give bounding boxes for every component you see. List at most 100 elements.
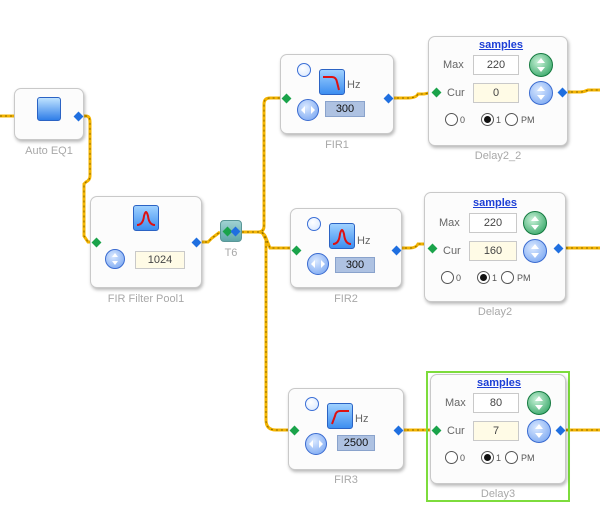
highpass-filter-icon[interactable] (327, 403, 353, 429)
up-down-arrows-glyph (537, 58, 545, 72)
selection-outline (426, 371, 570, 502)
cur-field[interactable]: 160 (469, 241, 517, 261)
radio-0-label: 0 (456, 273, 462, 283)
left-right-arrows-glyph (309, 440, 323, 448)
lowpass-filter-icon[interactable] (319, 69, 345, 95)
up-down-arrows-icon[interactable] (523, 239, 547, 263)
max-label: Max (443, 59, 464, 71)
input-port[interactable] (91, 237, 102, 248)
cur-field[interactable]: 0 (473, 83, 519, 103)
radio-0[interactable] (445, 451, 458, 464)
fir1-caption: FIR1 (325, 139, 349, 151)
input-port[interactable] (427, 243, 438, 254)
fir-filter-pool1-caption: FIR Filter Pool1 (107, 293, 185, 305)
left-right-arrows-icon[interactable] (305, 433, 327, 455)
up-down-arrows-icon[interactable] (105, 249, 125, 269)
left-right-arrows-icon[interactable] (297, 99, 319, 121)
radio-0[interactable] (445, 113, 458, 126)
fir2-block[interactable]: Hz 300 (290, 208, 402, 288)
fir3-caption: FIR3 (334, 474, 358, 486)
radio-1[interactable] (477, 271, 490, 284)
up-down-arrows-icon[interactable] (527, 391, 551, 415)
fir3-frequency-field[interactable]: 2500 (337, 435, 375, 451)
cur-field[interactable]: 7 (473, 421, 519, 441)
bell-filter-icon[interactable] (133, 205, 159, 231)
bandpass-filter-icon[interactable] (329, 223, 355, 249)
max-field[interactable]: 80 (473, 393, 519, 413)
radio-pm-label: PM (521, 115, 535, 125)
samples-link[interactable]: samples (473, 197, 518, 209)
up-down-arrows-glyph (531, 216, 539, 230)
fir2-frequency-field[interactable]: 300 (335, 257, 375, 273)
auto-eq1-block[interactable] (14, 88, 84, 140)
up-down-arrows-glyph (535, 424, 543, 438)
radio-0[interactable] (441, 271, 454, 284)
output-port[interactable] (553, 243, 564, 254)
delay3-caption: Delay3 (480, 488, 516, 500)
fir3-unit: Hz (355, 413, 369, 425)
pool-size-field[interactable]: 1024 (135, 251, 185, 269)
output-port[interactable] (230, 226, 241, 237)
up-down-arrows-icon[interactable] (529, 81, 553, 105)
up-down-arrows-glyph (535, 396, 543, 410)
power-icon[interactable] (305, 397, 319, 411)
input-port[interactable] (431, 425, 442, 436)
max-label: Max (439, 217, 460, 229)
max-field[interactable]: 220 (473, 55, 519, 75)
radio-1-label: 1 (492, 273, 498, 283)
fir2-caption: FIR2 (334, 293, 358, 305)
fir-filter-pool1-block[interactable]: 1024 (90, 196, 202, 288)
highpass-curve-icon (331, 410, 349, 425)
left-right-arrows-icon[interactable] (307, 253, 329, 275)
power-icon[interactable] (297, 63, 311, 77)
cur-label: Cur (443, 245, 461, 257)
fir1-unit: Hz (347, 79, 361, 91)
power-icon[interactable] (307, 217, 321, 231)
fir1-block[interactable]: Hz 300 (280, 54, 394, 134)
fir2-unit: Hz (357, 235, 371, 247)
max-field[interactable]: 220 (469, 213, 517, 233)
radio-1[interactable] (481, 113, 494, 126)
input-port[interactable] (289, 425, 300, 436)
output-port[interactable] (557, 87, 568, 98)
delay2-2-caption: Delay2_2 (474, 150, 522, 162)
radio-pm[interactable] (505, 113, 518, 126)
radio-pm[interactable] (501, 271, 514, 284)
bell-curve-icon (136, 211, 156, 226)
up-down-arrows-icon[interactable] (529, 53, 553, 77)
fir3-block[interactable]: Hz 2500 (288, 388, 404, 470)
delay3-block[interactable]: samples Max 80 Cur 7 0 1 PM (430, 374, 566, 484)
delay2-block[interactable]: samples Max 220 Cur 160 0 1 PM (424, 192, 566, 302)
delay2-2-block[interactable]: samples Max 220 Cur 0 0 1 PM (428, 36, 568, 146)
output-port[interactable] (73, 111, 84, 122)
t6-caption: T6 (224, 247, 238, 259)
radio-0-label: 0 (460, 115, 466, 125)
radio-1-label: 1 (496, 115, 502, 125)
radio-1[interactable] (481, 451, 494, 464)
eq-square-icon[interactable] (37, 97, 61, 121)
radio-pm-label: PM (517, 273, 531, 283)
auto-eq1-caption: Auto EQ1 (25, 145, 73, 157)
input-port[interactable] (431, 87, 442, 98)
radio-1-label: 1 (496, 453, 502, 463)
output-port[interactable] (393, 425, 404, 436)
delay2-caption: Delay2 (477, 306, 513, 318)
cur-label: Cur (447, 87, 465, 99)
input-port[interactable] (281, 93, 292, 104)
output-port[interactable] (555, 425, 566, 436)
fir1-frequency-field[interactable]: 300 (325, 101, 365, 117)
output-port[interactable] (191, 237, 202, 248)
output-port[interactable] (383, 93, 394, 104)
up-down-arrows-glyph (537, 86, 545, 100)
max-label: Max (445, 397, 466, 409)
samples-link[interactable]: samples (477, 377, 522, 389)
samples-link[interactable]: samples (479, 39, 524, 51)
input-port[interactable] (291, 245, 302, 256)
t6-junction[interactable] (220, 220, 242, 242)
radio-pm[interactable] (505, 451, 518, 464)
output-port[interactable] (391, 245, 402, 256)
up-down-arrows-icon[interactable] (523, 211, 547, 235)
left-right-arrows-glyph (311, 260, 325, 268)
up-down-arrows-icon[interactable] (527, 419, 551, 443)
